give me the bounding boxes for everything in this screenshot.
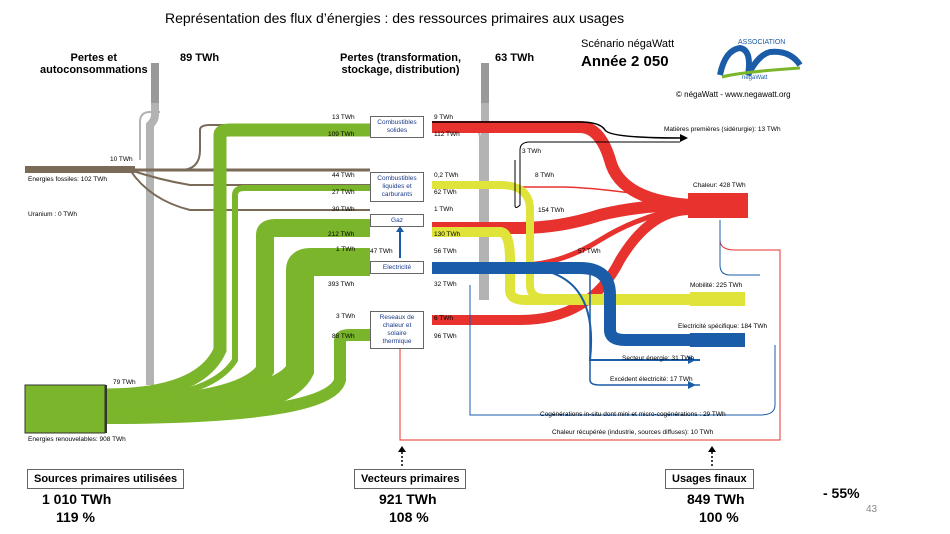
flow-label-r130: 130 TWh — [434, 231, 461, 238]
use-energy-sector: Secteur énergie: 31 TWh — [622, 355, 695, 362]
use-cogeneration: Cogénérations in-situ dont mini et micro… — [540, 411, 726, 418]
flow-label-r3: 3 TWh — [522, 148, 542, 155]
flow-label-l3: 3 TWh — [336, 313, 356, 320]
sources-summary-pct: 119 % — [56, 509, 95, 525]
flow-label-r56: 56 TWh — [434, 248, 457, 255]
flow-label-r02: 0,2 TWh — [434, 172, 459, 179]
elec-to-gas-arrow — [396, 226, 404, 232]
flow-label-r57: 57 TWh — [578, 248, 601, 255]
sources-summary-title: Sources primaires utilisées — [27, 469, 185, 489]
use-heat: Chaleur: 428 TWh — [693, 182, 746, 189]
vector-elec: Electricité — [370, 261, 424, 274]
page-number: 43 — [866, 504, 878, 515]
mobility-flows — [432, 181, 700, 305]
vector-gas: Gaz — [370, 214, 424, 227]
heat-use-box — [688, 193, 748, 218]
vectors-pointer-head — [398, 446, 406, 452]
negawatt-logo — [717, 44, 803, 79]
flow-label-r112: 112 TWh — [434, 131, 460, 138]
losses-transfo-label: Pertes (transformation, stockage, distri… — [340, 52, 462, 76]
flow-label-r6: 6 TWh — [434, 315, 454, 322]
reduction-value: - 55% — [823, 485, 860, 501]
excess-arrow — [688, 381, 696, 389]
mobility-use-box — [690, 292, 745, 306]
flow-label-l27: 27 TWh — [332, 189, 355, 196]
flow-label-79: 79 TWh — [113, 379, 136, 386]
vector-heat: Reseaux de chaleur et solaire thermique — [370, 311, 424, 349]
energy-sector-arrow — [688, 356, 696, 364]
raw-materials-arrow — [680, 134, 688, 142]
flow-label-r154: 154 TWh — [538, 207, 565, 214]
use-raw-materials: Matières premières (sidérurgie): 13 TWh — [664, 126, 781, 133]
elec-use-box — [690, 333, 745, 347]
flow-label-l30: 30 TWh — [332, 206, 355, 213]
renewable-flows — [104, 123, 370, 424]
scenario-label: Scénario négaWatt — [581, 38, 675, 50]
flow-label-l109: 109 TWh — [328, 131, 355, 138]
flow-label-r9: 9 TWh — [434, 114, 454, 121]
flow-label-r1: 1 TWh — [434, 206, 454, 213]
flow-label-l1: 1 TWh — [336, 246, 356, 253]
electricity-flows — [399, 220, 776, 416]
diagram-title: Représentation des flux d’énergies : des… — [165, 10, 625, 26]
losses-auto-value: 89 TWh — [180, 52, 220, 64]
losses-transfo-value: 63 TWh — [495, 52, 535, 64]
vector-liquid: Combustibles liquides et carburants — [370, 172, 424, 202]
flow-label-l47: 47 TWh — [370, 248, 393, 255]
renewable-source-box-2 — [105, 385, 107, 433]
uses-pointer-head — [708, 446, 716, 452]
use-specific-elec: Electricité spécifique: 184 TWh — [678, 323, 768, 330]
losses-auto-label: Pertes et autoconsommations — [40, 52, 148, 76]
flow-label-l212: 212 TWh — [328, 231, 355, 238]
vector-solid: Combustibles solides — [370, 116, 424, 138]
uses-summary-pct: 100 % — [699, 509, 739, 525]
uses-summary-value: 849 TWh — [687, 491, 745, 507]
loss-chimney-right — [481, 63, 489, 103]
use-recovered-heat: Chaleur récupérée (industrie, sources di… — [552, 429, 714, 436]
logo-bottom-text: négaWatt — [742, 75, 768, 81]
fossil-source-bar — [25, 166, 135, 173]
logo-top-text: ASSOCIATION — [738, 39, 786, 46]
loss-chimney-left — [151, 63, 159, 103]
uranium-source-label: Uranium : 0 TWh — [28, 211, 78, 218]
use-mobility: Mobilité: 225 TWh — [690, 282, 743, 289]
flow-label-r32: 32 TWh — [434, 281, 457, 288]
renewable-source-box — [24, 384, 106, 434]
vectors-summary-pct: 108 % — [389, 509, 429, 525]
flow-label-r96: 96 TWh — [434, 333, 457, 340]
flow-label-l44: 44 TWh — [332, 172, 355, 179]
flow-label-l88: 88 TWh — [332, 333, 355, 340]
copyright: © négaWatt - www.negawatt.org — [676, 90, 791, 99]
bottom-pointer-arrows — [401, 452, 713, 466]
flow-label-r8: 8 TWh — [535, 172, 555, 179]
renew-source-label: Energies renouvelables: 908 TWh — [28, 436, 126, 443]
vectors-summary-value: 921 TWh — [379, 491, 437, 507]
fossil-source-label: Energies fossiles: 102 TWh — [28, 176, 107, 183]
sources-summary-value: 1 010 TWh — [42, 491, 112, 507]
flow-label-10: 10 TWh — [110, 156, 133, 163]
raw-material-flows — [432, 121, 681, 208]
uses-summary-title: Usages finaux — [665, 469, 754, 489]
flow-label-r62: 62 TWh — [434, 189, 457, 196]
year-label: Année 2 050 — [581, 53, 669, 70]
flow-label-l393: 393 TWh — [328, 281, 355, 288]
vectors-summary-title: Vecteurs primaires — [354, 469, 467, 489]
flow-label-l13: 13 TWh — [332, 114, 355, 121]
use-excess-elec: Excédent électricité: 17 TWh — [610, 376, 693, 383]
